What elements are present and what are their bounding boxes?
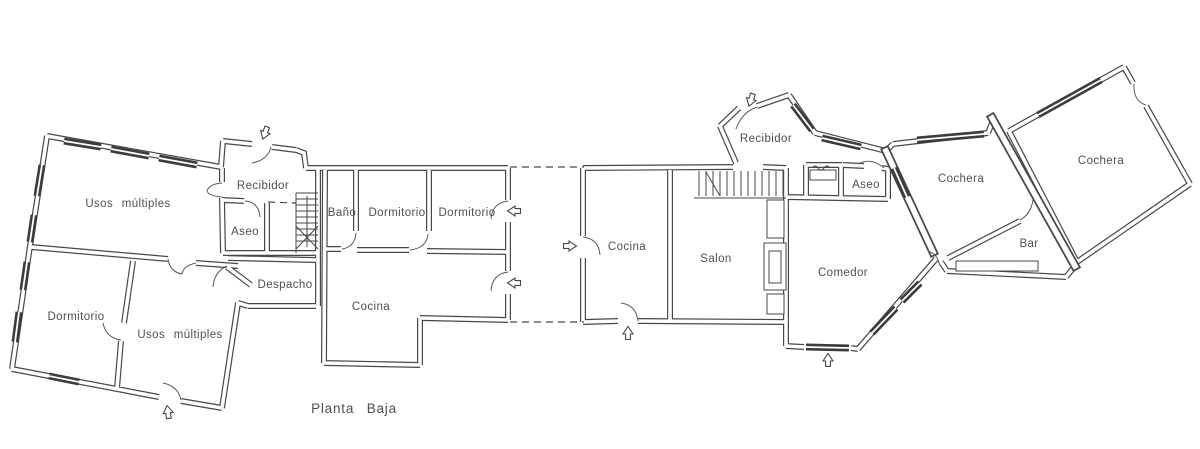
walls [12,67,1190,408]
entry-arrow-icon [622,325,634,341]
entry-arrow-icon [257,124,273,142]
room-label-cocina-2: Cocina [608,241,646,253]
room-label-aseo-1: Aseo [231,226,259,238]
bar-counter [955,260,1039,272]
room-label-usos-multiples-1: Usos múltiples [85,198,170,210]
door-arcs [102,83,1147,401]
room-label-bar: Bar [1019,238,1038,250]
entry-arrow-icon [562,240,578,252]
room-label-despacho: Despacho [258,279,313,291]
room-label-dormitorio-2: Dormitorio [368,207,425,219]
salon-wall-panel [766,199,785,239]
room-label-salon: Salon [700,253,731,265]
salon-wall-panel-lower [766,293,785,315]
entry-arrow-icon [161,404,175,420]
room-label-bano: Baño [328,207,356,219]
dashed-lines [267,166,584,323]
salon-chimney-inner [768,250,782,284]
room-label-dormitorio-1: Dormitorio [47,311,104,323]
entry-arrow-icon [506,277,522,289]
entry-arrow-icon [743,91,759,109]
entry-arrow-icon [506,205,522,217]
room-label-cochera-2: Cochera [1078,155,1124,167]
staircase-salon [694,171,786,199]
room-label-aseo-2: Aseo [852,179,880,191]
entry-arrow-icon [822,352,834,368]
plan-title: Planta Baja [311,401,397,416]
room-label-dormitorio-3: Dormitorio [438,207,495,219]
fixtures [763,165,1039,315]
room-label-usos-multiples-2: Usos múltiples [137,329,222,341]
room-label-cocina-1: Cocina [352,301,390,313]
room-labels: Usos múltiples Recibidor Aseo Despacho D… [47,133,1124,341]
room-label-recibidor-2: Recibidor [740,133,792,145]
room-label-comedor: Comedor [818,267,868,279]
faucet-squiggle [811,165,831,171]
room-label-cochera-1: Cochera [938,173,984,185]
staircase-left-wing [295,192,319,253]
washbasin-fixture [809,169,837,181]
room-label-recibidor-1: Recibidor [237,180,289,192]
